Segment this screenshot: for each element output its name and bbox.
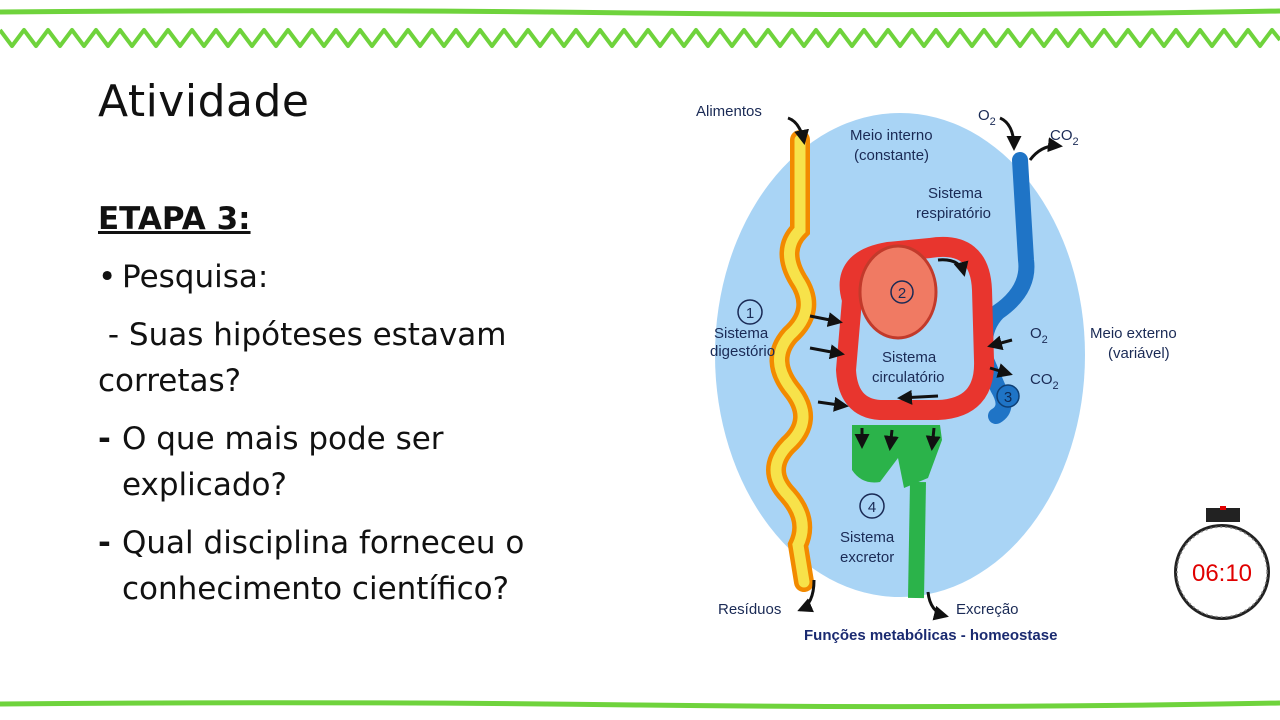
question-text: Qual disciplina forneceu o conhecimento … [122,525,525,607]
arrow-to-circulation-1 [809,312,843,328]
label-meio-interno: Meio interno [850,127,933,144]
arrow-o2-exchange [987,335,1013,351]
research-bullet-label: Pesquisa: [122,259,269,295]
label-co2-right: CO2 [1030,371,1059,392]
arrow-circulation-flow [897,389,939,405]
label-sistema-digestorio-1: Sistema [714,325,769,342]
arrow-co2-out [1028,137,1063,161]
bullet-marker: • [98,259,117,295]
arrow-co2-exchange [989,363,1013,378]
arrow-to-circulation-3 [817,396,849,412]
arrow-to-kidney-3 [925,427,941,451]
co2-top-sub: 2 [1073,136,1079,148]
dash-marker: - [98,421,111,457]
label-o2-top: O2 [978,107,996,128]
slide-title: Atividade [98,76,310,127]
top-decorative-border [0,8,1280,48]
o2-right-o: O [1030,325,1042,342]
question-text: O que mais pode ser explicado? [122,421,444,503]
arrow-heart-out [937,258,969,277]
excretory-system-shape [852,425,942,488]
label-co2-top: CO2 [1050,127,1079,148]
research-bullet: • Pesquisa: [98,254,618,300]
diagram-caption: Funções metabólicas - homeostase [804,627,1057,644]
label-meio-externo-sub: (variável) [1108,345,1170,362]
dash-marker: - [98,525,111,561]
label-meio-externo: Meio externo [1090,325,1177,342]
arrow-o2-in [999,116,1022,151]
excretory-system-duct [908,481,926,599]
timer-value: 06:10 [1192,560,1252,587]
label-residuos: Resíduos [718,601,781,618]
question-item: - O que mais pode ser explicado? [98,416,618,508]
label-sistema-respiratorio-1: Sistema [928,185,983,202]
homeostasis-diagram-svg: 1 2 3 4 Alimentos Meio interno (constant… [696,103,1177,644]
label-sistema-circulatorio-1: Sistema [882,349,937,366]
number-4: 4 [868,499,876,516]
number-circle-2 [890,280,914,304]
number-3: 3 [1004,389,1012,406]
number-circle-3 [996,384,1020,408]
countdown-timer: 06:10 [1172,506,1272,622]
arrow-food-in [787,116,809,145]
number-2: 2 [898,285,906,302]
label-sistema-excretor-1: Sistema [840,529,895,546]
label-meio-interno-sub: (constante) [854,147,929,164]
number-1: 1 [746,305,754,322]
number-circle-4 [859,493,885,519]
arrow-to-circulation-2 [809,344,845,360]
heart-shape [858,244,938,340]
label-sistema-circulatorio-2: circulatório [872,369,945,386]
co2-right-co: CO [1030,371,1053,388]
label-sistema-digestorio-2: digestório [710,343,775,360]
activity-text-block: ETAPA 3: • Pesquisa: - Suas hipóteses es… [98,196,618,612]
label-alimentos: Alimentos [696,103,762,120]
number-circle-1 [737,299,763,325]
question-hypotheses: - Suas hipóteses estavam corretas? [98,317,517,399]
label-excrecao: Excreção [956,601,1019,618]
co2-right-sub: 2 [1053,380,1059,392]
label-o2-right: O2 [1030,325,1048,346]
homeostasis-diagram: 1 2 3 4 Alimentos Meio interno (constant… [680,90,1177,660]
digestive-system-band [770,134,812,588]
bottom-decorative-border [0,700,1280,710]
o2-top-sub: 2 [990,116,996,128]
label-sistema-excretor-2: excretor [840,549,894,566]
arrow-waste-out [797,579,816,613]
label-sistema-respiratorio-2: respiratório [916,205,991,222]
step-heading: ETAPA 3: [98,201,251,237]
question-item: - Qual disciplina forneceu o conheciment… [98,520,618,612]
arrow-excretion-out [926,591,949,621]
stopwatch-icon: 06:10 [1174,506,1270,620]
arrow-to-kidney-2 [883,429,899,451]
o2-right-sub: 2 [1042,334,1048,346]
o2-top-o: O [978,107,990,124]
co2-top-co: CO [1050,127,1073,144]
